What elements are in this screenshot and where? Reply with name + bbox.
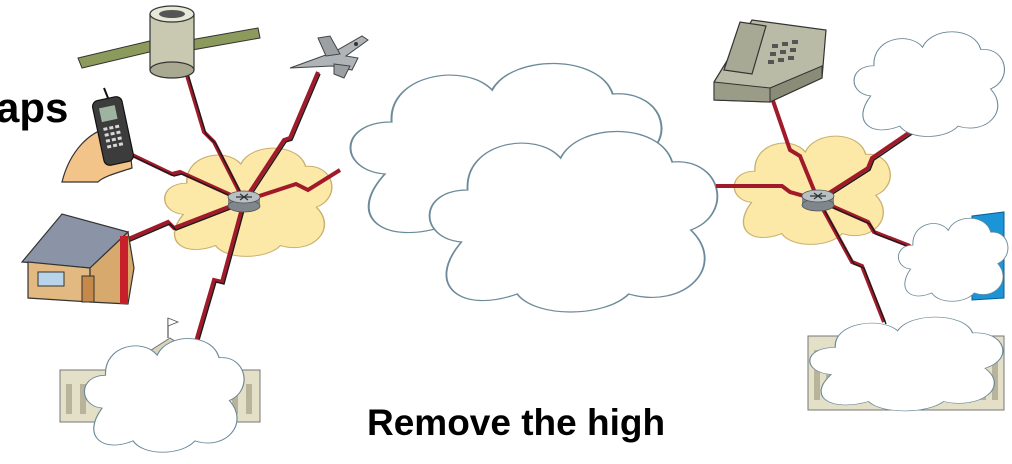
router-icon — [802, 190, 834, 211]
partial-heading-text: aps — [0, 84, 68, 132]
caption-text: Remove the high — [367, 402, 665, 444]
fighter-jet-icon — [290, 36, 368, 78]
hand-mobile-phone-icon — [62, 88, 135, 182]
desk-phone-icon — [714, 20, 826, 102]
house-icon — [22, 214, 134, 304]
router-icon — [228, 191, 260, 212]
cloud-over-building-left — [84, 338, 244, 452]
cloud-bottom-right — [810, 317, 1003, 411]
satellite-icon — [78, 6, 260, 78]
cloud-top-right — [854, 32, 1004, 137]
